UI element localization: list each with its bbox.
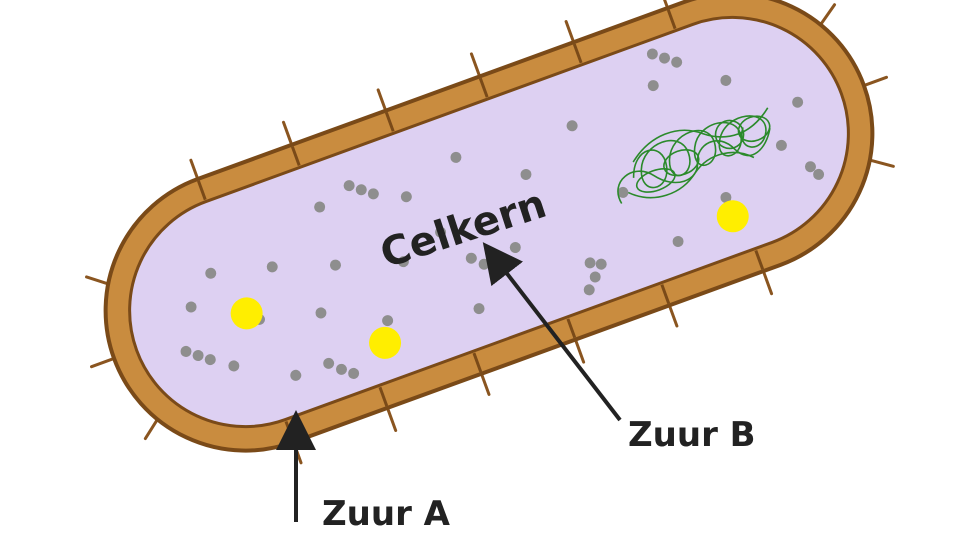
arrow-b-label: Zuur B bbox=[628, 415, 756, 455]
arrow-b bbox=[482, 242, 622, 422]
nucleoid-dna bbox=[617, 107, 771, 204]
inclusion-bodies bbox=[230, 200, 749, 359]
arrow-a-label: Zuur A bbox=[322, 494, 451, 534]
cytoplasm bbox=[128, 15, 850, 429]
